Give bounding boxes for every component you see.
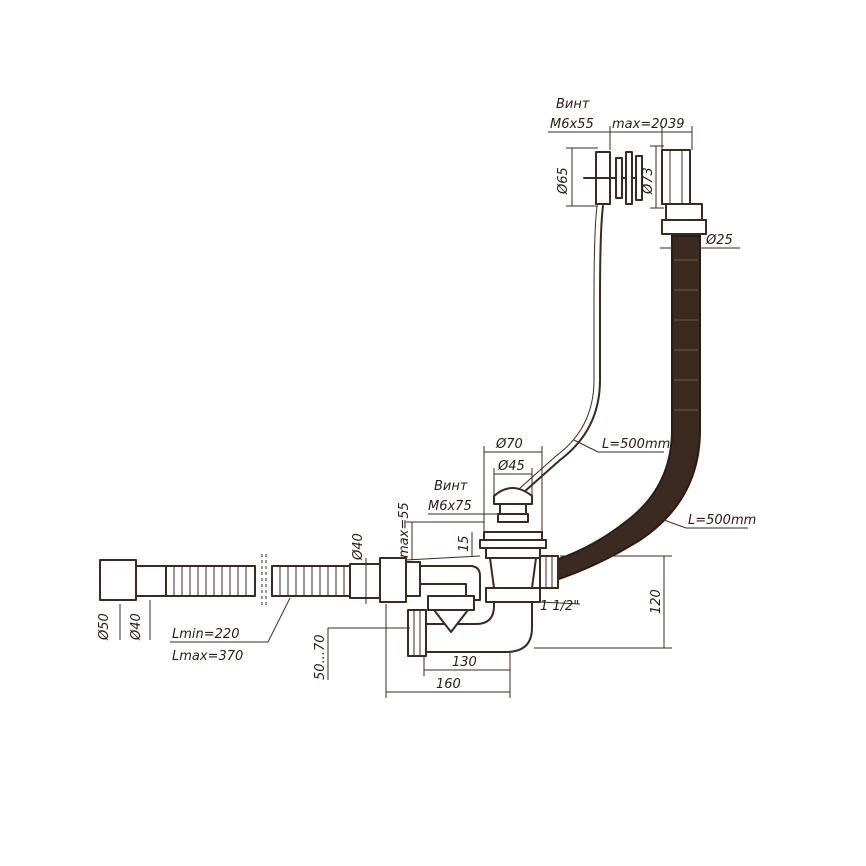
label-d73: Ø73 bbox=[641, 167, 656, 195]
hose-ribs bbox=[674, 259, 698, 411]
label-d70: Ø70 bbox=[495, 437, 523, 452]
label-hose-length: L=500mm bbox=[688, 513, 756, 528]
trap-funnel bbox=[433, 609, 469, 633]
label-h120: 120 bbox=[649, 589, 664, 614]
label-lmax: Lmax=370 bbox=[172, 649, 243, 664]
control-cable bbox=[523, 205, 604, 493]
drain-gasket bbox=[479, 539, 547, 549]
dimension-lines bbox=[119, 126, 748, 698]
hose-corrugation-left bbox=[165, 565, 256, 597]
outlet-coupling bbox=[379, 557, 407, 603]
hose-end-collar bbox=[135, 565, 167, 597]
label-top-max: max=20 bbox=[612, 117, 668, 132]
drain-assembly bbox=[479, 487, 559, 603]
label-d15: 15 bbox=[457, 535, 472, 552]
trap-outlet-nut bbox=[407, 609, 427, 657]
hose-socket bbox=[349, 563, 381, 599]
drain-plug bbox=[493, 487, 533, 505]
drain-ring bbox=[485, 547, 541, 559]
label-lmin: Lmin=220 bbox=[172, 627, 239, 642]
label-d25: Ø25 bbox=[705, 233, 733, 248]
label-max55: max=55 bbox=[397, 502, 412, 558]
label-w130: 130 bbox=[452, 655, 477, 670]
corrugated-hose bbox=[99, 554, 381, 608]
label-w160: 160 bbox=[436, 677, 461, 692]
overflow-nut bbox=[665, 203, 703, 221]
hose-corrugation-right bbox=[271, 565, 351, 597]
overflow-inlet-nut bbox=[539, 555, 559, 589]
label-screw-bottom-size: M6x75 bbox=[428, 499, 472, 514]
label-d65: Ø65 bbox=[556, 167, 571, 195]
overflow-gasket-3 bbox=[635, 155, 643, 201]
overflow-assembly bbox=[583, 149, 707, 235]
trap bbox=[379, 557, 533, 657]
drain-body bbox=[489, 557, 537, 589]
overflow-coupling bbox=[661, 219, 707, 235]
outlet-coupling-ring bbox=[405, 561, 421, 597]
overflow-gasket-1 bbox=[615, 157, 623, 199]
label-top-depth: 39 bbox=[668, 117, 685, 132]
label-screw-bottom: Винт bbox=[434, 479, 468, 494]
overflow-gasket-2 bbox=[625, 151, 633, 205]
overflow-body bbox=[661, 149, 691, 205]
label-d40-left: Ø40 bbox=[129, 613, 144, 641]
label-screw-top-size: M6x55 bbox=[550, 117, 594, 132]
control-cable-sheath bbox=[519, 205, 598, 489]
label-d50: Ø50 bbox=[97, 613, 112, 641]
hose-end-fitting bbox=[99, 559, 137, 601]
flexible-hose bbox=[555, 235, 701, 582]
trap-inlet-elbow bbox=[419, 565, 481, 601]
label-screw-top: Винт bbox=[556, 97, 590, 112]
plug-nut bbox=[497, 513, 529, 523]
label-cable-length: L=500mm bbox=[602, 437, 670, 452]
label-d40-top: Ø40 bbox=[351, 533, 366, 561]
plug-stem bbox=[499, 503, 527, 515]
drain-nut bbox=[485, 587, 541, 603]
label-thread: 1 1/2" bbox=[540, 599, 579, 614]
label-d45: Ø45 bbox=[497, 459, 525, 474]
label-h50-70: 50...70 bbox=[313, 635, 328, 680]
drain-flange bbox=[483, 531, 543, 541]
trap-center-nut bbox=[427, 595, 475, 611]
